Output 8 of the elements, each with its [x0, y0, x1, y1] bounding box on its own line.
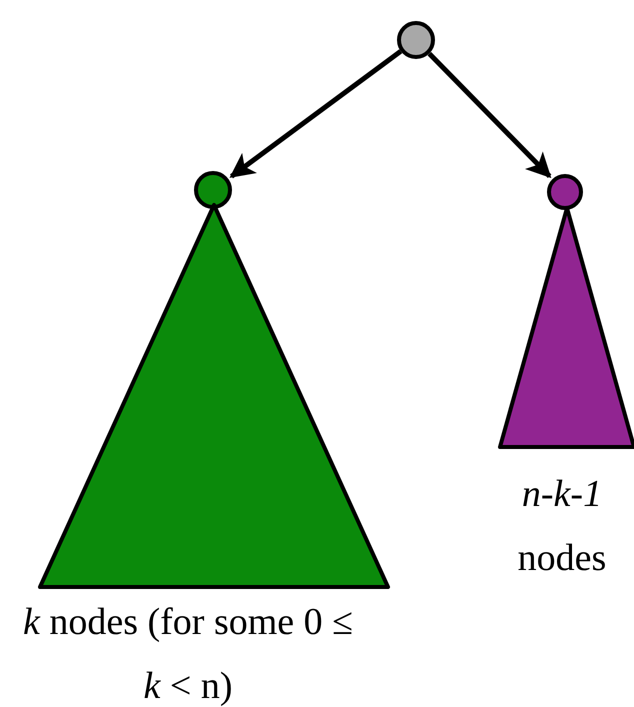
- tree-node-circle: [397, 21, 435, 59]
- subtree-label: n-k-1 nodes: [516, 472, 608, 581]
- tree-node-circle: [194, 171, 232, 209]
- arrow: [428, 52, 552, 178]
- tree-node-circle: [547, 174, 583, 210]
- arrow: [229, 49, 402, 178]
- subtree-triangle: [38, 203, 390, 589]
- subtree-label: k nodes (for some 0 ≤ k < n): [22, 600, 354, 707]
